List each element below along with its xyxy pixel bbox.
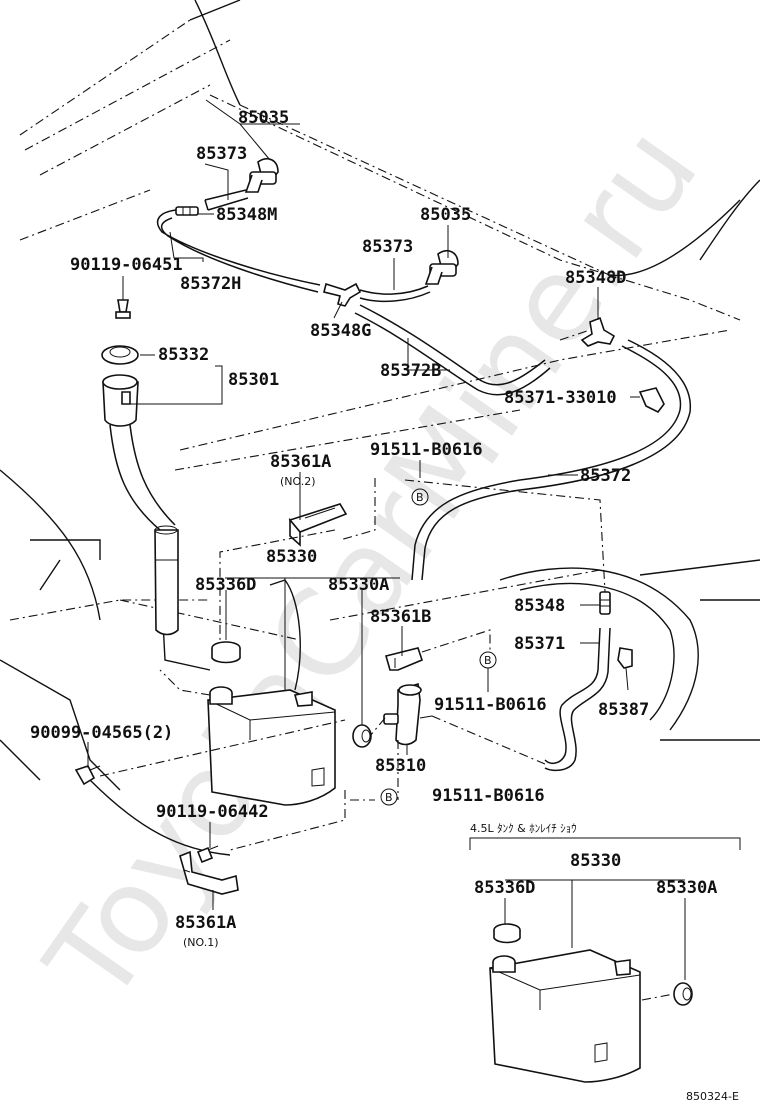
label-85348d: 85348D [565, 268, 626, 288]
label-85348m: 85348M [216, 205, 277, 225]
label-85361b: 85361B [370, 607, 431, 627]
filler-neck-85301 [102, 374, 179, 636]
label-85361a-no2-note: (NO.2) [280, 475, 316, 488]
washer-pump-85310 [383, 682, 433, 746]
label-85332: 85332 [158, 345, 209, 365]
label-85348: 85348 [514, 596, 565, 616]
bolt-90119-06442 [196, 845, 219, 864]
label-90099-04565: 90099-04565(2) [30, 723, 173, 743]
label-85372h: 85372H [180, 274, 241, 294]
inset-label-85336d: 85336D [474, 878, 535, 898]
marker-b-2: B [479, 651, 497, 669]
label-85330a: 85330A [328, 575, 389, 595]
label-85035-lower: 85035 [420, 205, 471, 225]
marker-b-1: B [411, 488, 429, 506]
label-85361a-no1-note: (NO.1) [183, 936, 219, 949]
hose-85372h [156, 209, 321, 293]
marker-b-3: B [380, 788, 398, 806]
marker-b-3-label: B [385, 791, 393, 804]
label-85336d: 85336D [195, 575, 256, 595]
label-91511-b0616-bottom: 91511-B0616 [432, 786, 545, 806]
leader-lines [87, 99, 640, 910]
washer-nozzle-upper [244, 158, 279, 193]
label-85035-upper: 85035 [238, 108, 289, 128]
body-outline [0, 0, 760, 856]
label-85372: 85372 [580, 466, 631, 486]
label-90119-06442: 90119-06442 [156, 802, 269, 822]
label-85371: 85371 [514, 634, 565, 654]
label-90119-06451: 90119-06451 [70, 255, 183, 275]
label-85387: 85387 [598, 700, 649, 720]
bracket-85361a-no1 [179, 850, 239, 895]
filler-cap-85332 [101, 345, 139, 365]
label-85310: 85310 [375, 756, 426, 776]
washer-nozzle-lower [424, 250, 459, 285]
label-85373-lower: 85373 [362, 237, 413, 257]
bracket-85361b [385, 647, 423, 671]
hose-85372b [354, 304, 551, 396]
hose-85373-upper [204, 189, 249, 211]
label-91511-b0616-mid: 91511-B0616 [434, 695, 547, 715]
grommet-85336d [211, 641, 241, 664]
guide-lines [99, 329, 606, 851]
bolt-90119-06451 [115, 280, 131, 319]
grommet-85330a [352, 724, 372, 748]
washer-tank-85330 [207, 686, 336, 806]
connector-85348m [175, 206, 199, 216]
marker-b-2-label: B [484, 654, 492, 667]
label-85373-upper: 85373 [196, 144, 247, 164]
connector-85348d [580, 316, 616, 347]
label-91511-b0616-top: 91511-B0616 [370, 440, 483, 460]
clip-85387 [617, 647, 633, 669]
connector-85348g [323, 282, 362, 307]
label-85361a-no1: 85361A [175, 913, 236, 933]
clamp-85371-33010 [638, 387, 665, 414]
inset-label-85330: 85330 [570, 851, 621, 871]
connector-85348 [599, 591, 611, 615]
figure-code: 850324-E [686, 1090, 739, 1103]
label-85371-33010: 85371-33010 [504, 388, 617, 408]
label-85301: 85301 [228, 370, 279, 390]
inset-title: 4.5L ﾀﾝｸ & ﾎﾝﾚｲﾁ ｼｮｳ [470, 822, 577, 835]
label-85348g: 85348G [310, 321, 371, 341]
bolt-90099-04565 [74, 765, 101, 786]
label-85361a-no2: 85361A [270, 452, 331, 472]
hose-85373-lower [359, 285, 431, 303]
hose-85372 [411, 339, 691, 581]
inset-4-5l-tank: 4.5L ﾀﾝｸ & ﾎﾝﾚｲﾁ ｼｮｳ 85330 85336D 85330A [469, 822, 741, 1083]
inset-label-85330a: 85330A [656, 878, 717, 898]
bracket-85361a-no2 [288, 503, 348, 547]
label-85372b: 85372B [380, 361, 441, 381]
label-85330: 85330 [266, 547, 317, 567]
marker-b-1-label: B [416, 491, 424, 504]
hose-85371 [544, 627, 611, 772]
